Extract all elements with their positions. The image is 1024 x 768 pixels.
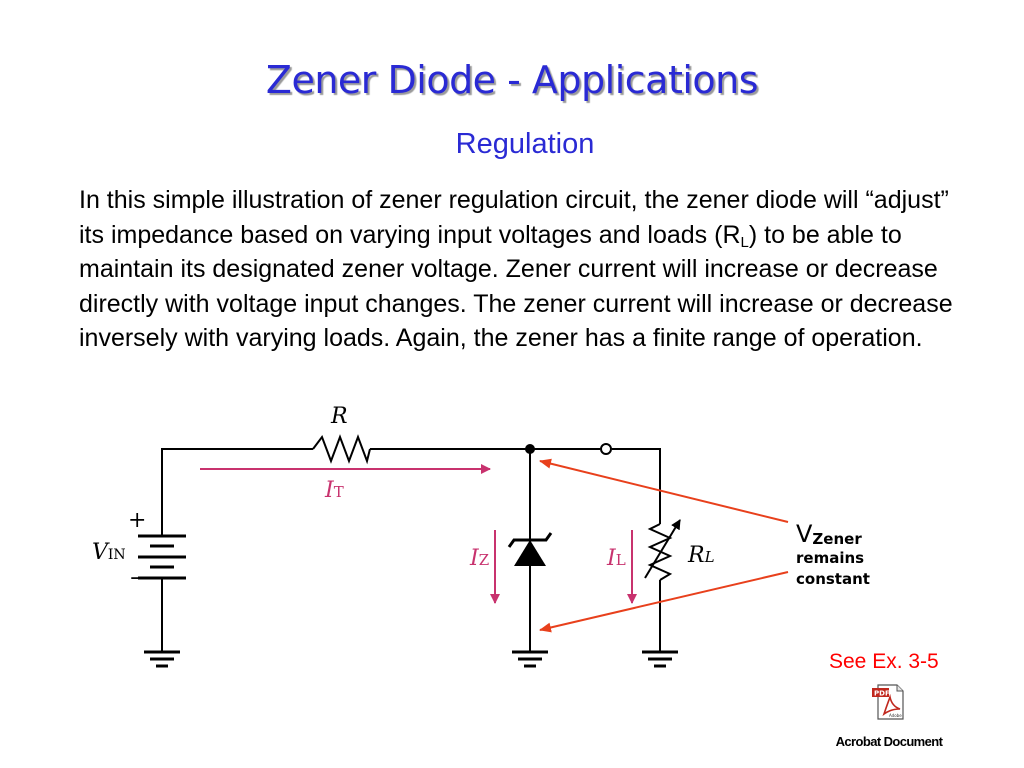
resistor-r — [312, 434, 371, 465]
paragraph-text-2: ) to be able to maintain its designated … — [79, 220, 953, 353]
callout-arrow-top — [539, 458, 789, 523]
battery-vin — [138, 534, 186, 580]
vin-label: VIN — [92, 540, 126, 565]
iz-label: IZ — [469, 546, 489, 571]
callout-line-2: constant — [796, 570, 870, 588]
svg-text:Adobe: Adobe — [889, 713, 902, 718]
pdf-document-icon[interactable]: PDF Adobe — [869, 683, 909, 721]
vzener-callout: VZener remains constant — [796, 520, 870, 590]
vzener-label: VZener — [796, 520, 862, 548]
svg-text:PDF: PDF — [874, 690, 890, 698]
slide-title: Zener Diode - Applications — [265, 58, 759, 102]
circuit-wires — [161, 448, 661, 652]
slide-subtitle: Regulation — [455, 128, 595, 160]
il-label: IL — [606, 546, 626, 571]
paragraph-text-1: In this simple illustration of zener reg… — [79, 186, 949, 249]
zener-diode — [507, 532, 553, 566]
rl-label: RL — [687, 543, 715, 568]
ground-symbol-left — [144, 650, 180, 668]
see-example-link[interactable]: See Ex. 3-5 — [829, 650, 939, 673]
paragraph-subscript: L — [740, 233, 749, 251]
resistor-r-label: R — [330, 404, 348, 429]
callout-line-1: remains — [796, 549, 865, 567]
ground-symbol-middle — [512, 650, 548, 668]
variable-resistor-arrow — [644, 519, 681, 579]
battery-plus-sign: + — [128, 508, 146, 533]
callout-arrow-bottom — [539, 571, 789, 633]
battery-minus-sign: − — [129, 566, 147, 591]
ground-symbol-right — [642, 650, 678, 668]
body-paragraph: In this simple illustration of zener reg… — [79, 183, 979, 356]
junction-node — [525, 444, 535, 454]
output-terminal — [600, 443, 612, 455]
pdf-caption: Acrobat Document — [835, 734, 943, 749]
it-label: IT — [324, 478, 344, 503]
